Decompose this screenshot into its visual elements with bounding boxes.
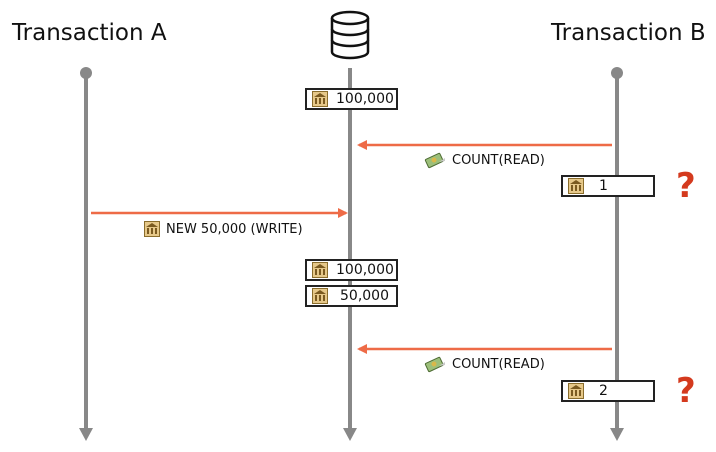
count-result-2: 2	[561, 380, 655, 402]
bank-icon	[312, 262, 328, 278]
bank-icon	[312, 288, 328, 304]
read-label-1-text: COUNT(READ)	[452, 152, 545, 168]
transaction-b-header: Transaction B	[551, 20, 706, 46]
db-value-initial: 100,000	[305, 88, 398, 110]
timeline-a	[79, 67, 93, 441]
bank-icon	[568, 383, 584, 399]
count-result-1-text: 1	[599, 178, 608, 194]
bank-icon	[312, 91, 328, 107]
question-mark-1: ?	[676, 166, 696, 206]
database-icon	[330, 10, 370, 60]
read-label-2: COUNT(READ)	[424, 355, 545, 373]
db-value-after-new-text: 50,000	[340, 288, 389, 304]
timeline-b	[610, 67, 624, 441]
question-mark-2: ?	[676, 371, 696, 411]
read-label-2-text: COUNT(READ)	[452, 356, 545, 372]
write-label-text: NEW 50,000 (WRITE)	[166, 221, 303, 237]
db-value-after-old: 100,000	[305, 259, 398, 281]
money-icon	[424, 152, 445, 169]
db-value-after-old-text: 100,000	[336, 262, 394, 278]
count-result-2-text: 2	[599, 383, 608, 399]
db-value-after-new: 50,000	[305, 285, 398, 307]
count-result-1: 1	[561, 175, 655, 197]
timeline-db	[343, 68, 357, 441]
bank-icon	[568, 178, 584, 194]
db-value-initial-text: 100,000	[336, 91, 394, 107]
bank-icon	[144, 221, 160, 237]
transaction-a-header: Transaction A	[12, 20, 167, 46]
money-icon	[424, 356, 445, 373]
write-label: NEW 50,000 (WRITE)	[144, 221, 303, 237]
read-label-1: COUNT(READ)	[424, 151, 545, 169]
